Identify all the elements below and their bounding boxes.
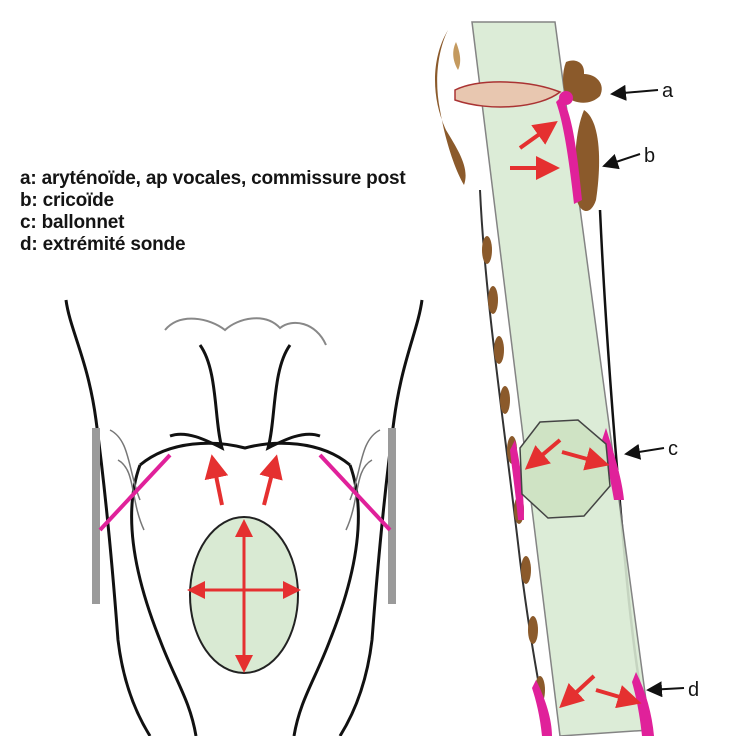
callout-d-arrow <box>648 688 684 690</box>
pressure-line-right <box>320 455 390 530</box>
trachea-wall-left <box>132 465 196 736</box>
legend-item-a: a: aryténoïde, ap vocales, commissure po… <box>20 168 405 190</box>
frontal-view <box>66 300 422 736</box>
pressure-line-left <box>100 455 170 530</box>
callout-a: a <box>662 80 674 102</box>
arrow-up-left <box>214 466 222 505</box>
arytenoid-left <box>170 345 222 448</box>
legend: a: aryténoïde, ap vocales, commissure po… <box>20 168 405 256</box>
callout-c-arrow <box>626 448 664 454</box>
arytenoid-right <box>268 345 320 448</box>
pressure-point-commissure <box>559 91 573 105</box>
legend-item-c: c: ballonnet <box>20 212 405 234</box>
callout-b-arrow <box>604 154 640 166</box>
callout-d: d <box>688 679 699 701</box>
glottis-outline <box>140 443 350 465</box>
callout-b: b <box>644 145 655 167</box>
legend-item-d: d: extrémité sonde <box>20 234 405 256</box>
endotracheal-tube <box>472 22 650 736</box>
epiglottis-tip <box>453 42 460 70</box>
legend-item-b: b: cricoïde <box>20 190 405 212</box>
epiglottis <box>435 30 466 185</box>
sagittal-view: a b c d <box>435 22 699 736</box>
trachea-wall-right <box>294 465 358 736</box>
callout-a-arrow <box>612 90 658 94</box>
callout-c: c <box>668 438 678 460</box>
epiglottis-contour <box>165 318 326 345</box>
arrow-up-right <box>264 466 274 505</box>
thyroid-plate-right <box>388 428 396 604</box>
thyroid-plate-left <box>92 428 100 604</box>
neck-outline-left <box>66 300 150 736</box>
